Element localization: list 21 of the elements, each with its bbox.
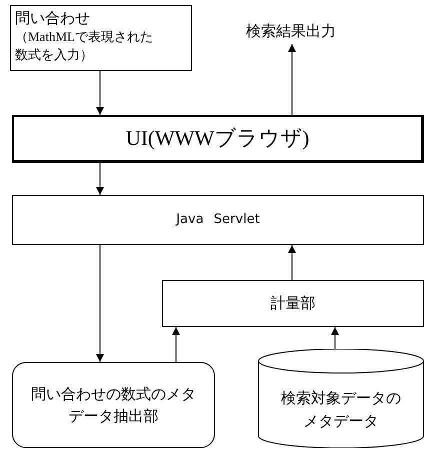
ui-box: [12, 115, 424, 163]
arrow: [96, 70, 104, 116]
box-label: 問い合わせの数式のメタデータ抽出部: [30, 384, 197, 427]
process-box: [12, 362, 215, 448]
arrow: [172, 326, 180, 362]
arrow: [331, 326, 339, 350]
box-label: UI(WWWブラウザ): [126, 125, 310, 152]
output-text: 検索結果出力: [246, 20, 336, 42]
arrow: [96, 244, 104, 362]
box-label: Java Servlet: [176, 211, 260, 229]
database-cylinder: [258, 349, 424, 448]
box-title: 問い合わせ: [15, 8, 90, 28]
arrow: [96, 162, 104, 196]
box-label: 検索対象データのメタデータ: [280, 388, 402, 432]
process-box: [162, 280, 424, 327]
process-box: [12, 195, 424, 245]
query-box: [10, 5, 192, 71]
box-label: 計量部: [270, 293, 316, 314]
arrow: [288, 44, 296, 116]
arrow: [288, 244, 296, 280]
box-description: （MathMLで表現された数式を入力）: [15, 28, 154, 64]
